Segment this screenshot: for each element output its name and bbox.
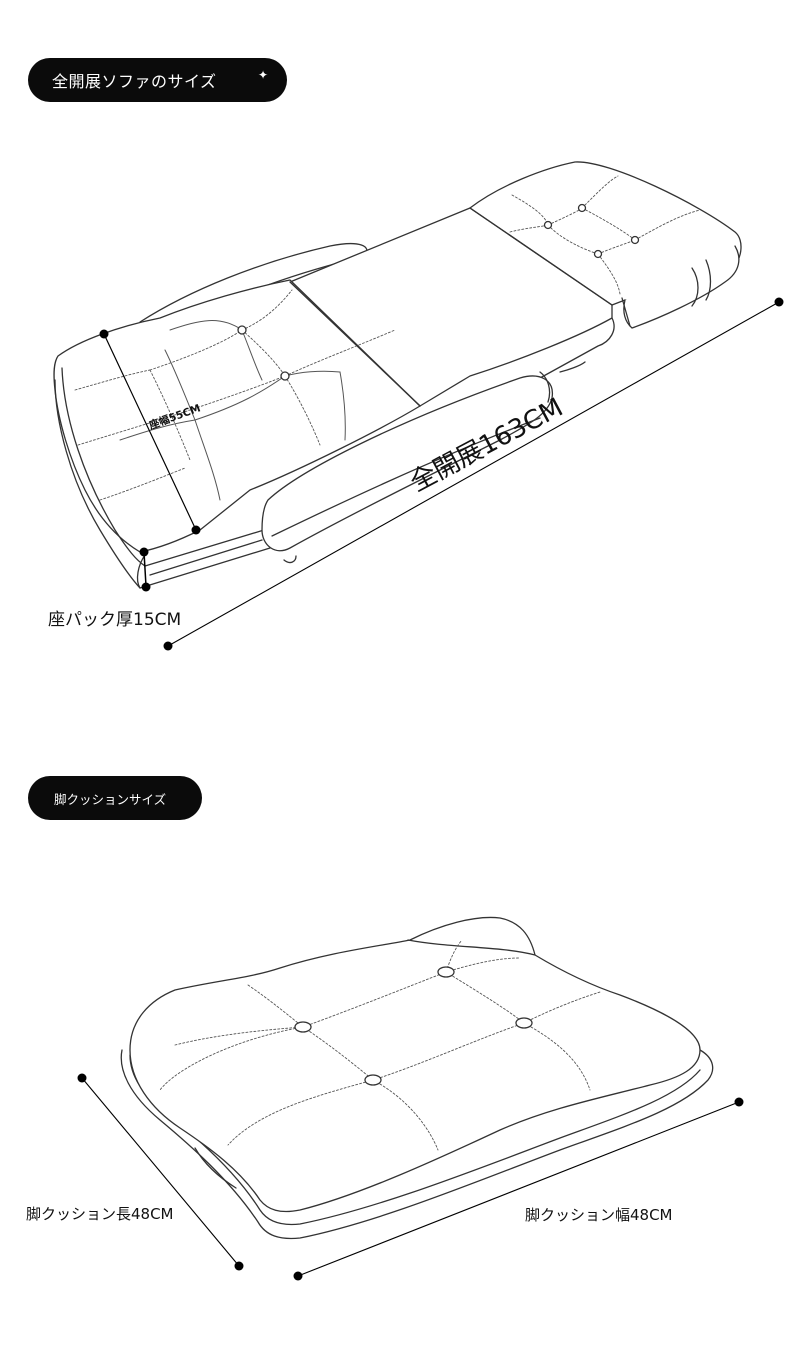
cushion-size-heading: 脚クッションサイズ bbox=[28, 776, 202, 820]
cushion-width-label: 脚クッション幅48CM bbox=[525, 1206, 673, 1224]
seat-pack-thickness-label: 座パック厚15CM bbox=[48, 610, 182, 630]
sofa-size-heading-text: 全開展ソファのサイズ bbox=[52, 72, 217, 91]
sofa-size-heading: 全開展ソファのサイズ ✦ bbox=[28, 58, 287, 102]
sparkle-icon: ✦ bbox=[258, 68, 269, 82]
cushion-size-heading-text: 脚クッションサイズ bbox=[54, 791, 167, 807]
cushion-length-label: 脚クッション長48CM bbox=[26, 1205, 174, 1223]
